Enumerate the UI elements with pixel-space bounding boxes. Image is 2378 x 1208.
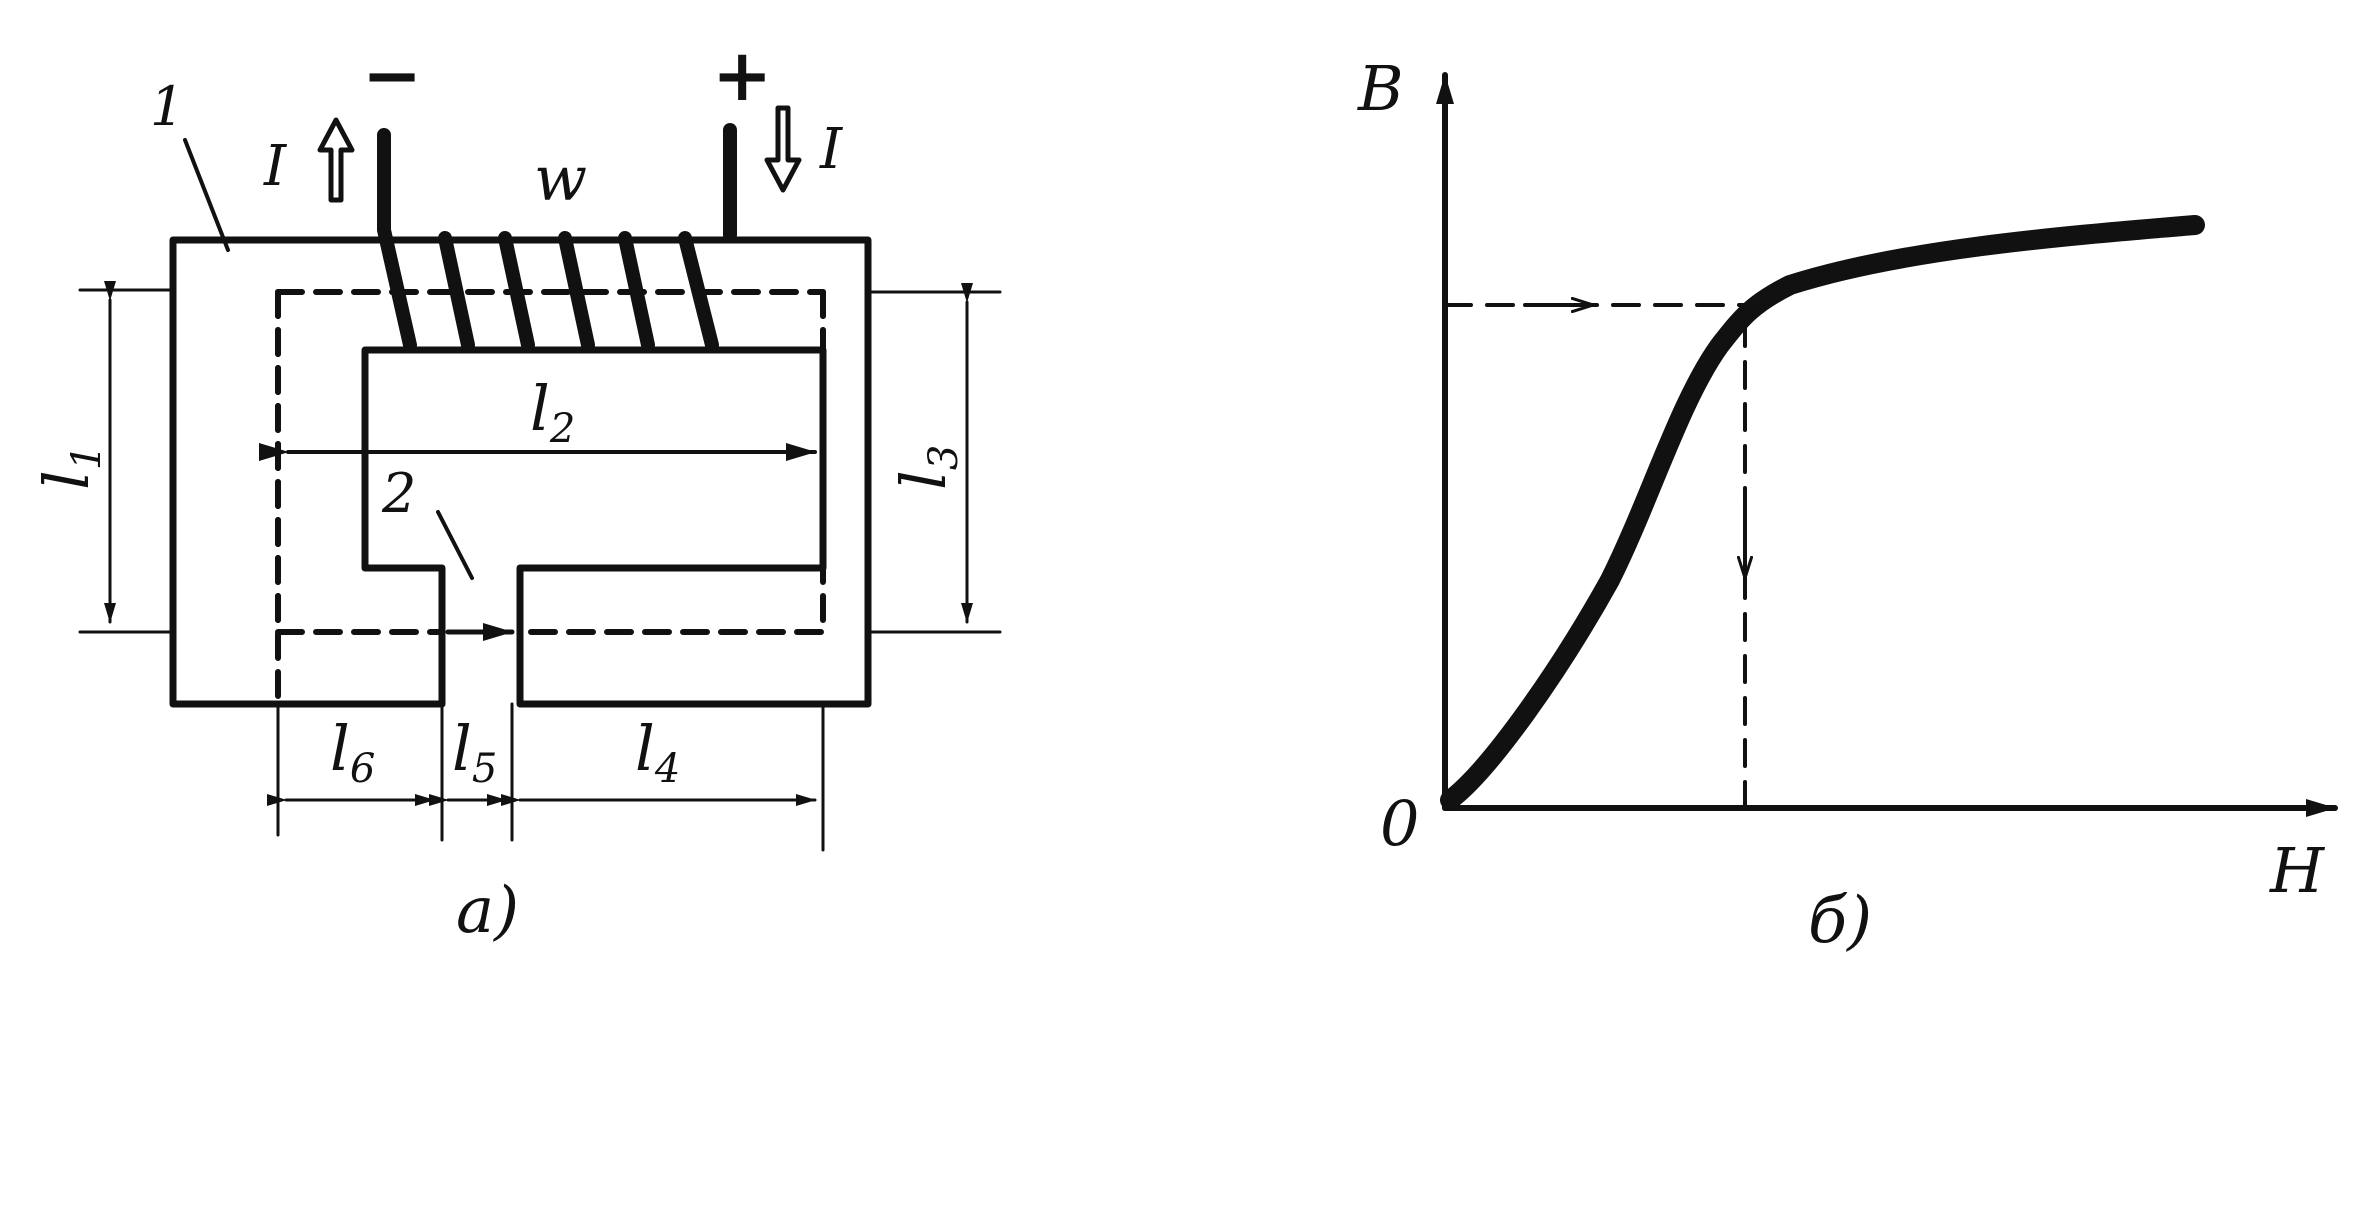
svg-text:l3: l3 — [887, 445, 967, 490]
minus-terminal-label: − — [362, 32, 422, 117]
y-axis-label: B — [1357, 52, 1404, 125]
magnetic-circuit: 1 2 w − + I I l1 l3 l2 l6 l5 l4 a) — [30, 32, 1002, 948]
mean-path-right — [517, 289, 826, 635]
label-l1: l1 — [30, 445, 110, 490]
label-l2: l2 — [530, 372, 575, 452]
winding-label: w — [534, 142, 587, 215]
label-l3: l3 — [887, 445, 967, 490]
plus-terminal-label: + — [712, 32, 772, 117]
core-label-leader — [183, 138, 230, 252]
label-l4: l4 — [635, 712, 680, 792]
label-l5: l5 — [452, 712, 497, 792]
current-label-left: I — [263, 134, 288, 199]
winding-coil — [377, 123, 737, 352]
current-label-right: I — [819, 117, 844, 182]
svg-text:l1: l1 — [30, 445, 110, 490]
caption-a: a) — [456, 874, 519, 948]
gap-label-leader — [436, 510, 474, 580]
mean-path-dashed — [275, 289, 826, 707]
current-arrow-down — [764, 105, 802, 193]
caption-b: б) — [1808, 884, 1872, 958]
core-label: 1 — [150, 75, 184, 138]
origin-label: 0 — [1380, 787, 1419, 860]
magnetization-curve — [1440, 215, 2205, 810]
x-axis-label: H — [2269, 834, 2326, 907]
current-arrow-up — [317, 117, 355, 203]
label-l6: l6 — [330, 712, 375, 792]
gap-label: 2 — [381, 462, 416, 525]
bh-curve-figure: B H 0 б) — [1357, 52, 2338, 958]
